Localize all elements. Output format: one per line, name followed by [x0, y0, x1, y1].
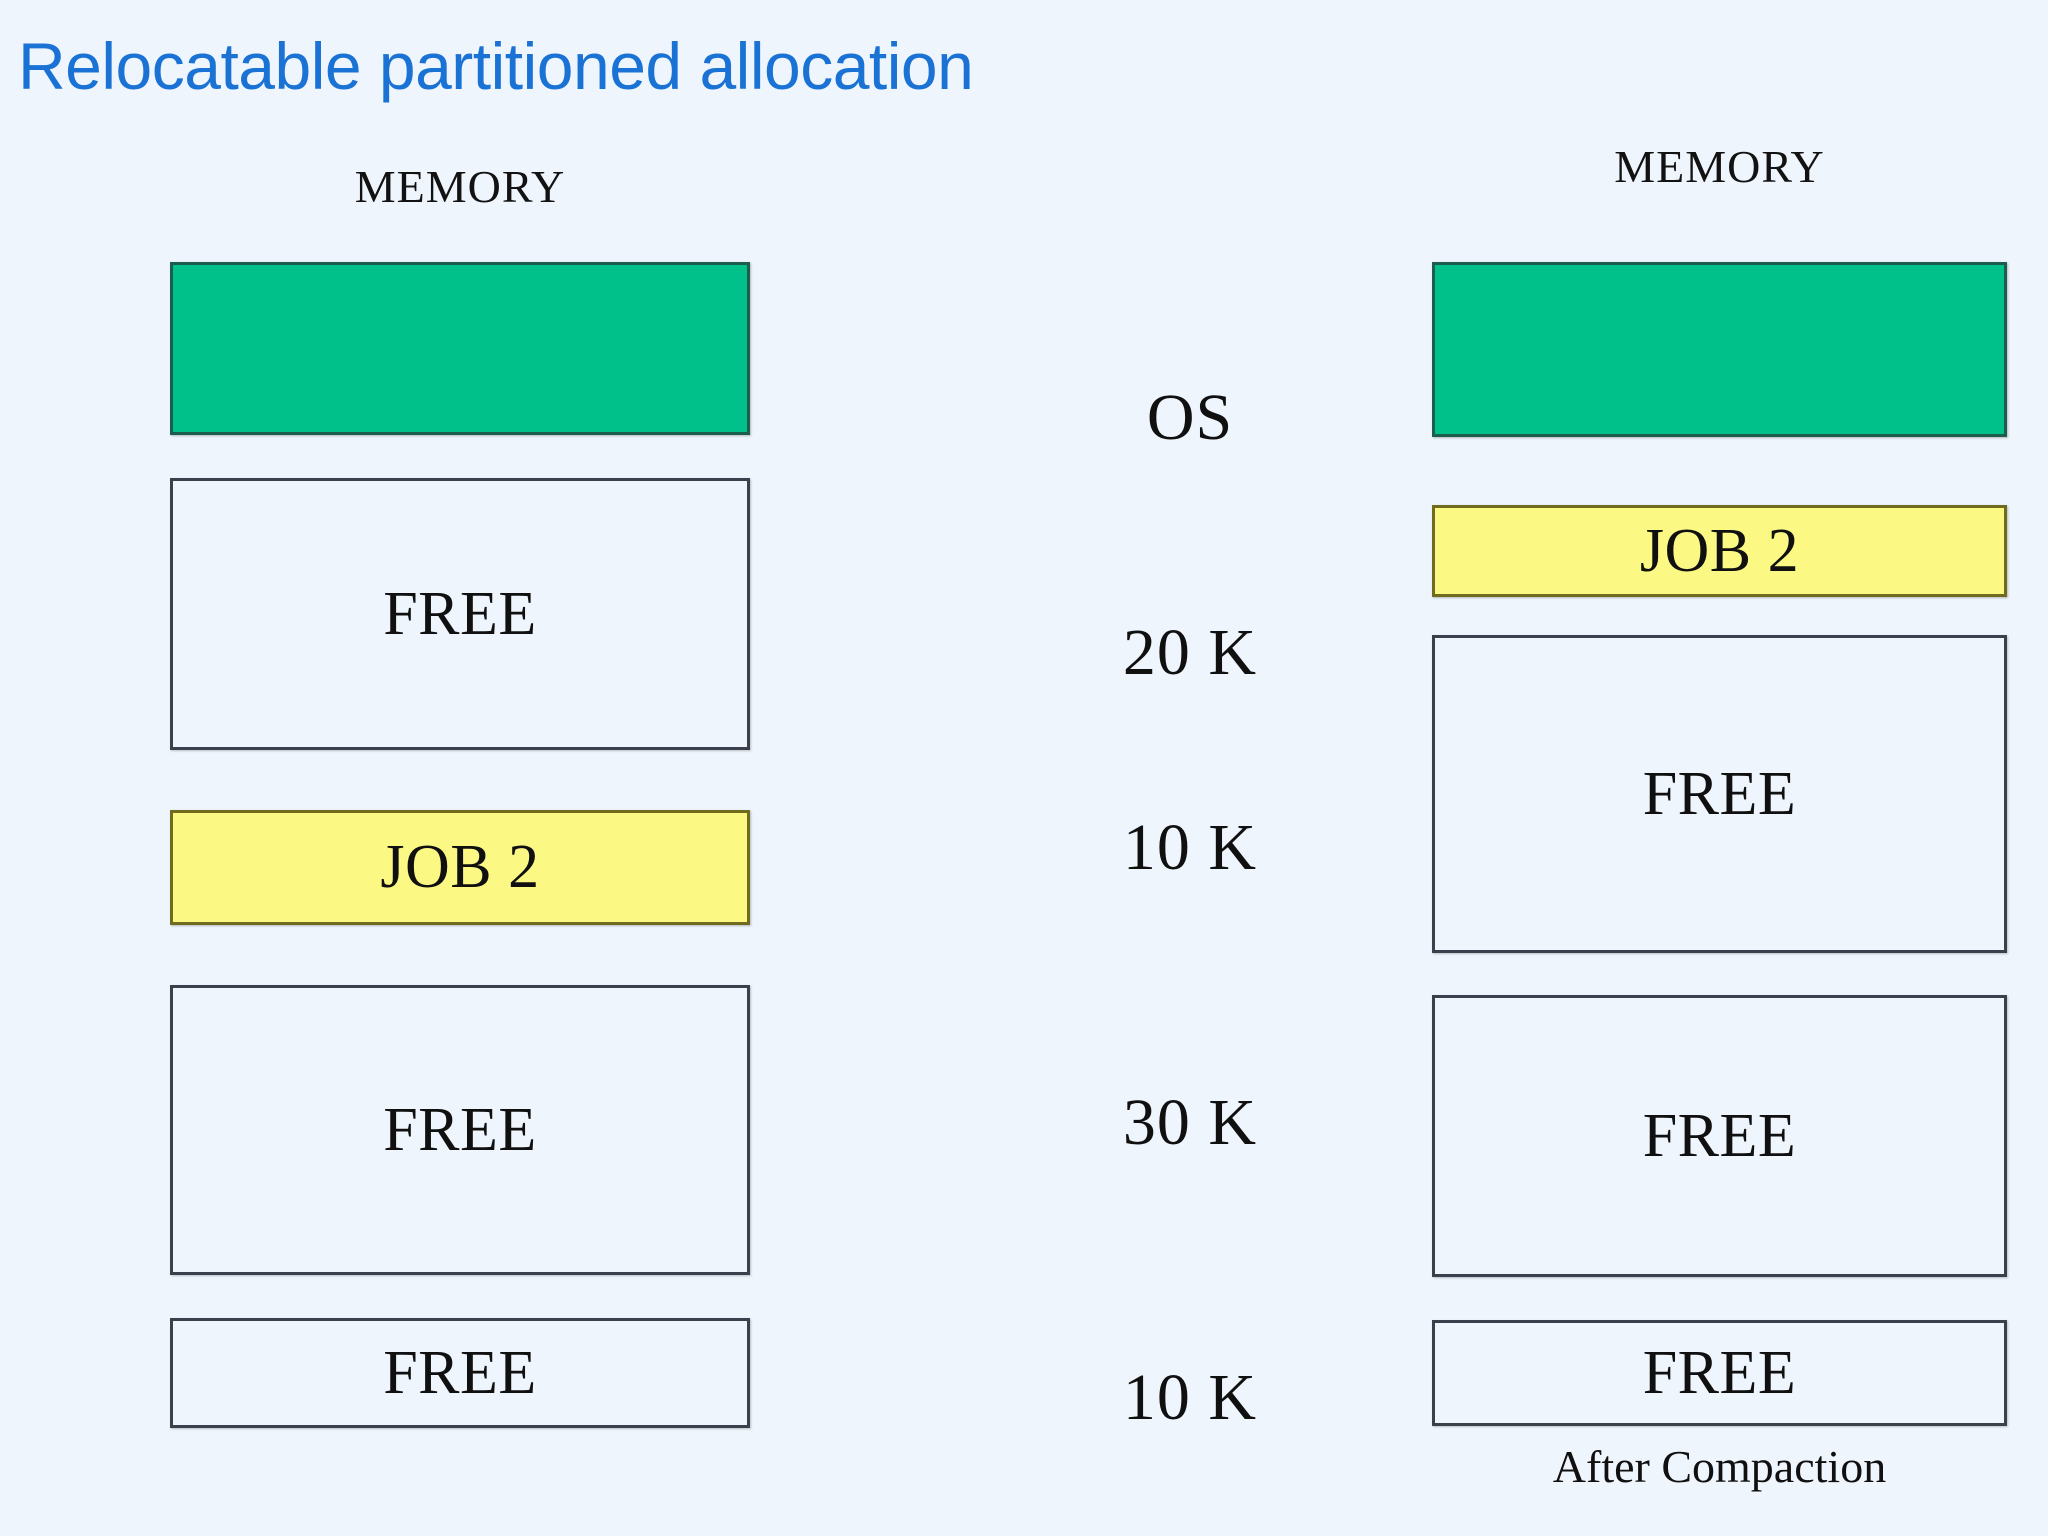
memory-block-free: FREE [170, 478, 750, 750]
after-compaction-caption: After Compaction [1552, 1441, 1887, 1492]
size-label: 10 K [1122, 811, 1258, 884]
right-memory-header: MEMORY [1614, 141, 1825, 192]
size-label: 10 K [1122, 1361, 1258, 1434]
memory-block-label: FREE [383, 579, 537, 648]
size-label: OS [1146, 381, 1234, 454]
memory-block-job2: JOB 2 [170, 810, 750, 925]
memory-block-label: JOB 2 [380, 833, 540, 901]
page-title: Relocatable partitioned allocation [18, 29, 974, 103]
memory-block-free: FREE [170, 985, 750, 1275]
memory-block-free: FREE [170, 1318, 750, 1428]
memory-block-label: FREE [1642, 759, 1797, 828]
memory-block-label: FREE [1642, 1338, 1797, 1407]
left-memory-header: MEMORY [354, 161, 566, 212]
memory-block-label: FREE [1642, 1101, 1797, 1170]
memory-block-label: FREE [383, 1095, 537, 1164]
memory-block-free: FREE [1432, 1320, 2007, 1426]
memory-block-job2: JOB 2 [1432, 505, 2007, 597]
memory-block-os [1432, 262, 2007, 437]
memory-block-free: FREE [1432, 995, 2007, 1277]
memory-block-label: FREE [383, 1338, 537, 1407]
memory-block-free: FREE [1432, 635, 2007, 953]
memory-block-os [170, 262, 750, 435]
memory-block-label: JOB 2 [1639, 516, 1800, 585]
size-label: 30 K [1122, 1086, 1258, 1159]
size-label: 20 K [1122, 616, 1258, 689]
